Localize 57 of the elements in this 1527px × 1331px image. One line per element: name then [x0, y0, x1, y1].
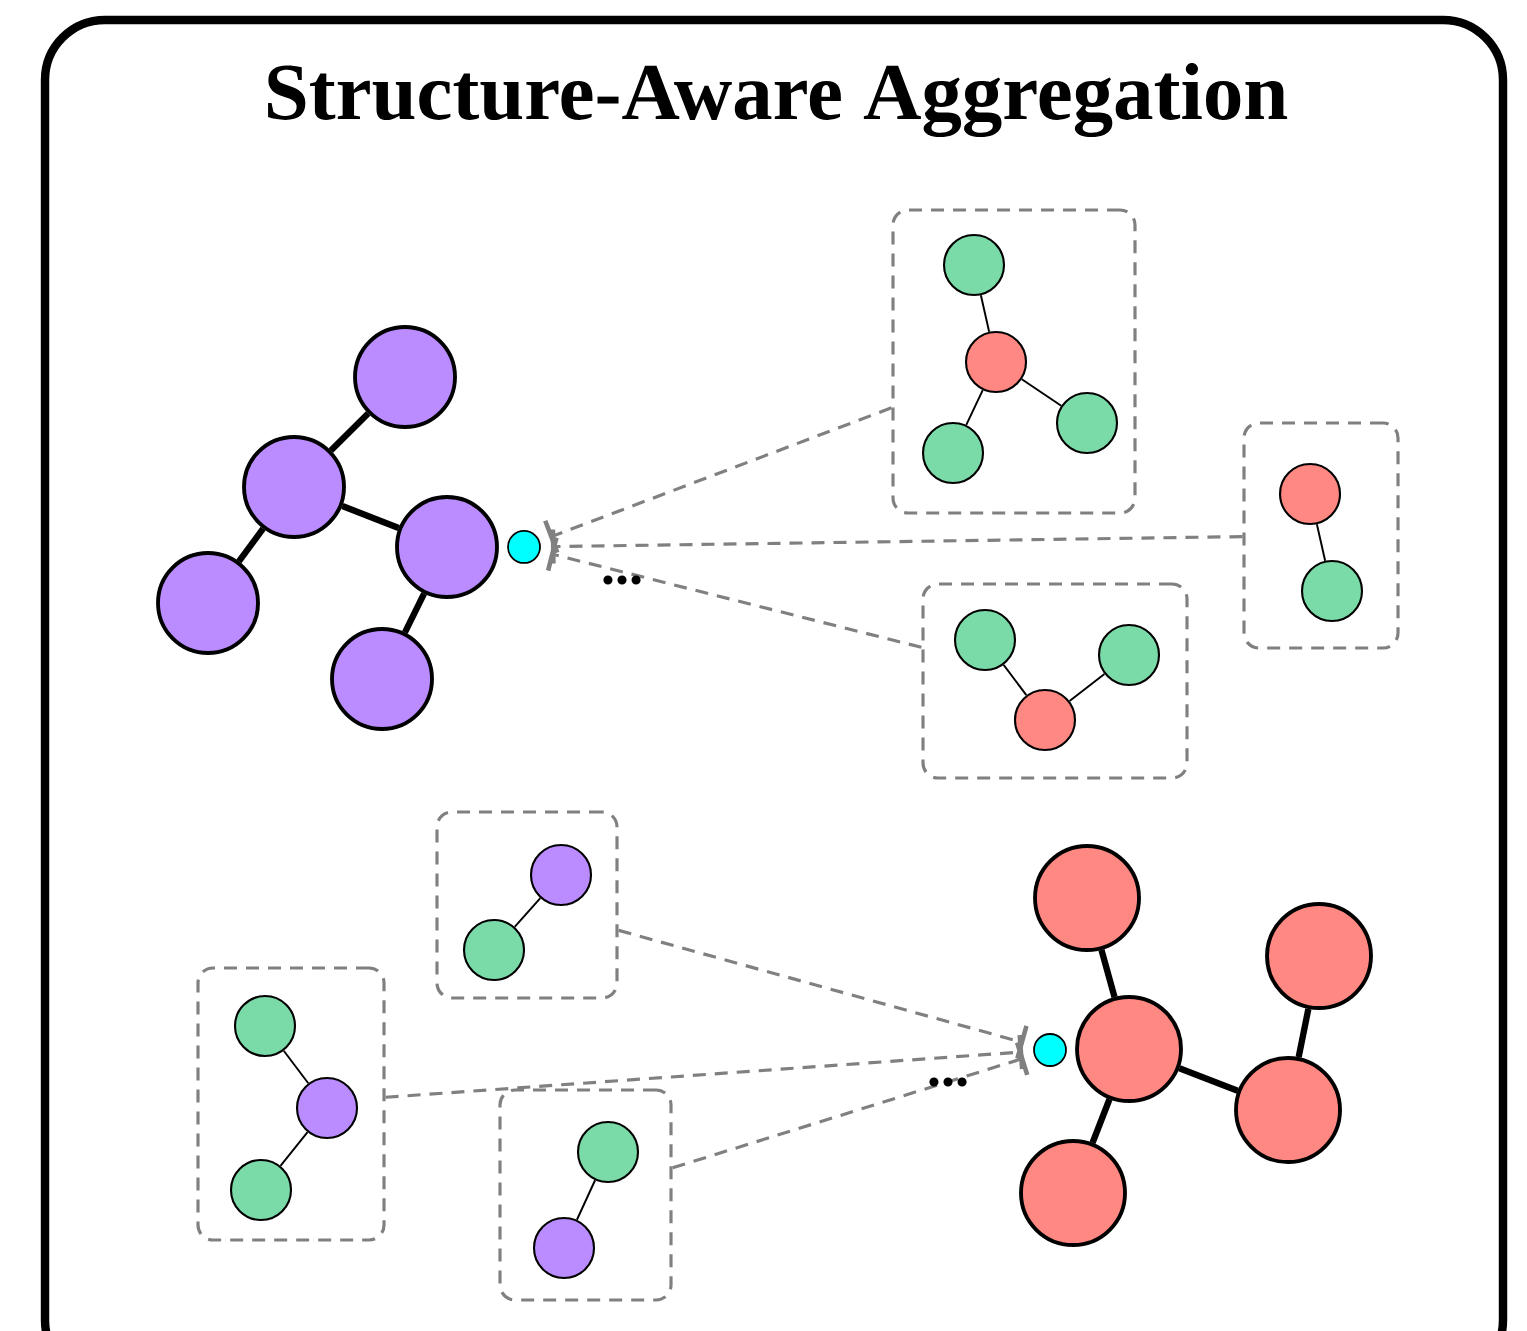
graph-node	[576, 1120, 640, 1184]
graph-edge	[1098, 949, 1118, 998]
graph-node	[532, 1216, 596, 1280]
aggregation-connector	[550, 529, 1243, 564]
graph-node	[1300, 559, 1364, 623]
graph-edge	[1295, 1008, 1312, 1058]
graph-node	[156, 551, 260, 655]
graph-edge	[282, 1049, 310, 1085]
graph-node	[1019, 1139, 1127, 1247]
subgraph-box	[196, 966, 386, 1242]
graph-node	[1075, 995, 1183, 1103]
aggregation-connector	[543, 406, 892, 554]
graph-edge	[1315, 523, 1327, 562]
subgraph-box	[1242, 421, 1400, 650]
graph-edge	[965, 389, 984, 426]
subgraph-box	[921, 582, 1189, 780]
subgraph-box	[498, 1088, 673, 1302]
graph-edge	[1002, 663, 1028, 697]
graph-node	[1033, 844, 1141, 952]
graph-edge	[513, 897, 542, 928]
title: Structure-Aware Aggregation	[268, 63, 1288, 137]
graph-edge	[1068, 673, 1106, 702]
graph-node	[1265, 902, 1373, 1010]
subgraph-box	[435, 810, 619, 1000]
graph-edge	[236, 526, 266, 564]
graph-node	[242, 435, 346, 539]
graph-node	[529, 843, 593, 907]
center-dot	[507, 530, 541, 564]
subgraph-box	[891, 208, 1137, 515]
graph-node	[921, 421, 985, 485]
graph-node	[1097, 623, 1161, 687]
graph-edge	[341, 503, 400, 531]
ellipsis: ...	[929, 1077, 967, 1087]
graph-edge	[402, 592, 427, 634]
graph-node	[942, 233, 1006, 297]
ellipsis: ...	[603, 575, 641, 585]
graph-edge	[1178, 1065, 1239, 1094]
graph-edge	[979, 294, 991, 333]
graph-node	[295, 1076, 359, 1140]
graph-node	[1278, 462, 1342, 526]
graph-node	[462, 918, 526, 982]
graph-edge	[576, 1179, 597, 1221]
graph-node	[1013, 688, 1077, 752]
graph-node	[953, 608, 1017, 672]
graph-node	[964, 330, 1028, 394]
graph-node	[395, 495, 499, 599]
graph-edge	[1020, 378, 1063, 407]
graph-node	[1234, 1056, 1342, 1164]
graph-node	[330, 627, 434, 731]
graph-edge	[1089, 1098, 1113, 1144]
graph-node	[229, 1158, 293, 1222]
graph-node	[1055, 391, 1119, 455]
center-dot	[1033, 1033, 1067, 1067]
graph-node	[233, 994, 297, 1058]
graph-node	[353, 325, 457, 429]
graph-edge	[328, 411, 371, 453]
graph-edge	[279, 1131, 309, 1167]
